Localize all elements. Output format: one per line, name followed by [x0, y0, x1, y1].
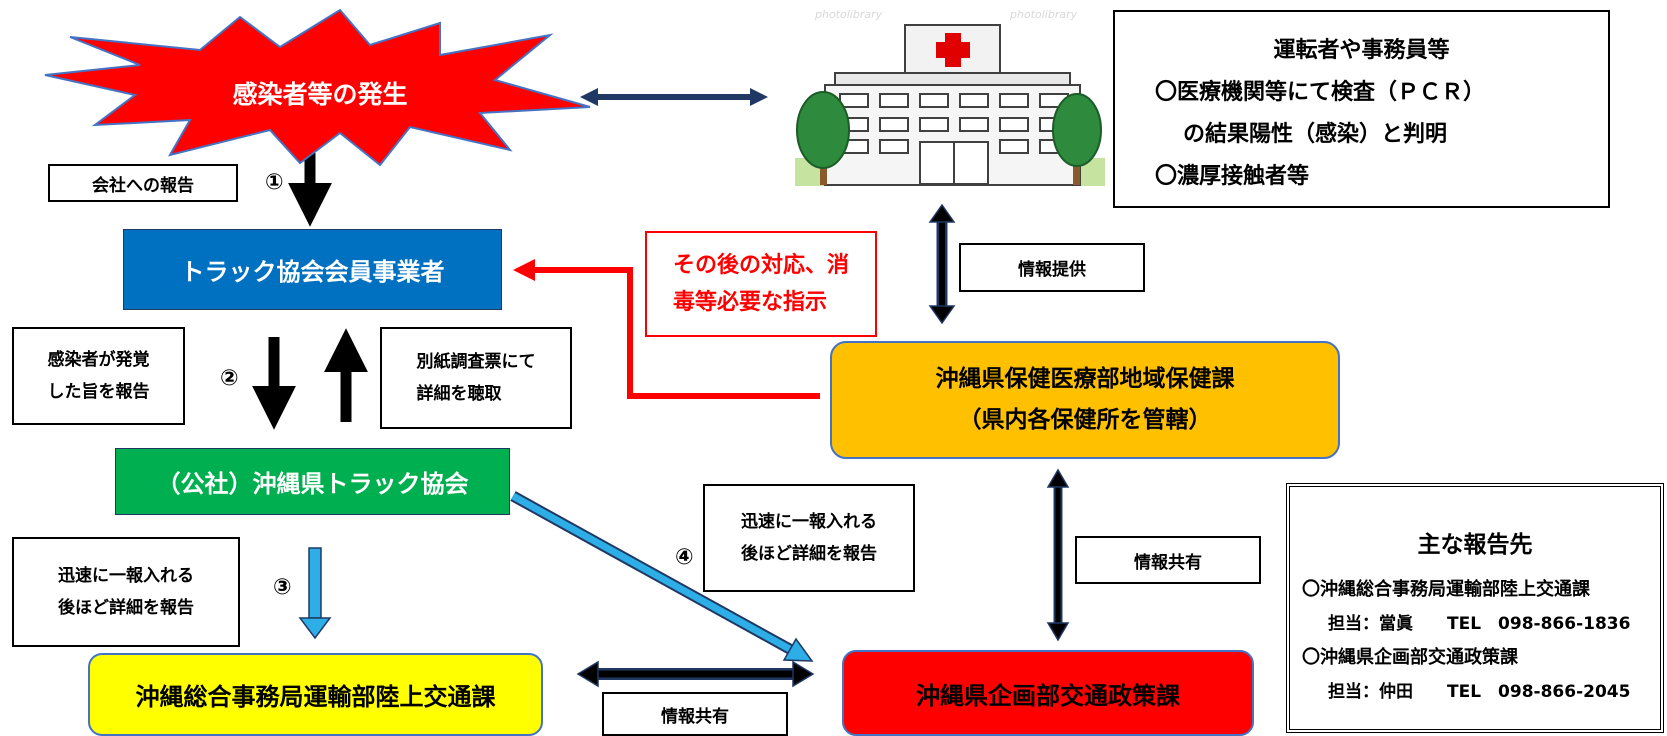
contacts-person: 担当：仲田 TEL 098-866-2045 — [1328, 682, 1631, 702]
node-policy-div: 沖縄県企画部交通政策課 — [842, 650, 1254, 736]
label-infected-found: 感染者が発覚した旨を報告 — [12, 327, 185, 425]
info-box-line: 〇濃厚接触者等 — [1155, 164, 1310, 189]
step-number: ② — [220, 366, 239, 391]
label-info-share-bottom: 情報共有 — [602, 692, 788, 736]
info-box: 運転者や事務員等 〇医療機関等にて検査（ＰＣＲ） の結果陽性（感染）と判明 〇濃… — [1113, 10, 1610, 208]
node-line: （県内各保健所を管轄） — [958, 407, 1212, 433]
label-hearing: 別紙調査票にて詳細を聴取 — [380, 327, 572, 429]
label-instruction: その後の対応、消 毒等必要な指示 — [645, 231, 877, 337]
step-number: ④ — [675, 545, 694, 570]
arrow-info-share-right — [1046, 468, 1070, 642]
label-line: 迅速に一報入れる — [58, 565, 194, 586]
node-line: 沖縄県保健医療部地域保健課 — [935, 365, 1235, 392]
contacts-org: 〇沖縄県企画部交通政策課 — [1302, 647, 1518, 668]
outbreak-burst — [44, 8, 591, 167]
label-quick-report-left: 迅速に一報入れる後ほど詳細を報告 — [12, 537, 240, 647]
contacts-org: 〇沖縄総合事務局運輸部陸上交通課 — [1302, 579, 1590, 600]
label-info-provide: 情報提供 — [959, 243, 1145, 292]
arrow-info-provide — [928, 203, 956, 325]
tree-left — [796, 91, 850, 185]
label-line: 感染者が発覚 — [47, 349, 150, 370]
label-info-share-right: 情報共有 — [1075, 536, 1261, 584]
contacts-box: 主な報告先 〇沖縄総合事務局運輸部陸上交通課 担当：當眞 TEL 098-866… — [1286, 483, 1664, 733]
step-number: ③ — [273, 575, 292, 600]
instruction-line: その後の対応、消 — [672, 252, 849, 278]
arrow-bottom-share — [576, 660, 815, 688]
step-number: ① — [265, 170, 284, 195]
tree-right — [1052, 93, 1102, 185]
hospital-icon — [795, 24, 1105, 186]
contacts-title: 主な報告先 — [1417, 532, 1533, 558]
label-line: 詳細を聴取 — [416, 384, 502, 404]
arrow-step4 — [510, 491, 814, 662]
node-health-div: 沖縄県保健医療部地域保健課 （県内各保健所を管轄） — [830, 341, 1340, 459]
node-transport-bureau: 沖縄総合事務局運輸部陸上交通課 — [88, 653, 543, 736]
label-quick-report-mid: 迅速に一報入れる後ほど詳細を報告 — [703, 484, 915, 592]
contacts-person: 担当：當眞 TEL 098-866-1836 — [1328, 614, 1631, 634]
arrow-instruction — [513, 259, 820, 399]
arrow-step3 — [298, 547, 332, 640]
info-box-title: 運転者や事務員等 — [1273, 38, 1450, 63]
info-box-line: の結果陽性（感染）と判明 — [1183, 122, 1448, 147]
label-line: した旨を報告 — [47, 382, 150, 402]
watermark: photolibrary — [1010, 8, 1078, 21]
info-box-line: 〇医療機関等にて検査（ＰＣＲ） — [1155, 80, 1486, 105]
arrow-outbreak-hospital — [580, 88, 768, 106]
watermark: photolibrary — [815, 8, 883, 21]
node-member: トラック協会会員事業者 — [123, 229, 502, 310]
label-report-company: 会社への報告 — [48, 164, 238, 202]
outbreak-label: 感染者等の発生 — [232, 79, 408, 109]
instruction-line: 毒等必要な指示 — [672, 290, 827, 315]
node-association: （公社）沖縄県トラック協会 — [115, 448, 510, 515]
label-line: 別紙調査票にて — [416, 351, 536, 372]
label-line: 後ほど詳細を報告 — [741, 544, 877, 564]
label-line: 迅速に一報入れる — [741, 511, 877, 532]
label-line: 後ほど詳細を報告 — [58, 598, 194, 618]
